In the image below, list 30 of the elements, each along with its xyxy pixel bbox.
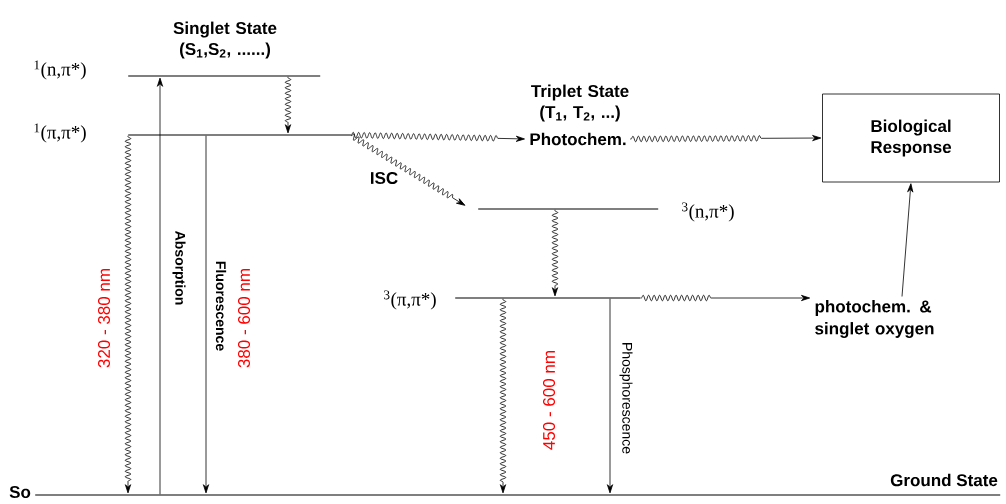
arrow <box>156 77 164 495</box>
wavelength-label: 320 - 380 nm <box>98 269 111 368</box>
state-label: $^{1}$(n,π*) <box>34 60 86 80</box>
wavy-arrow <box>350 133 466 206</box>
wavy-arrow <box>640 294 811 302</box>
arrow <box>901 183 914 297</box>
wavy-arrow <box>350 131 525 142</box>
state-label: Ground State <box>890 473 998 487</box>
wavy-arrow <box>124 135 132 494</box>
state-heading: Singlet State (S$_{1}$,S$_{2}$, ......) <box>173 21 277 59</box>
arrow <box>202 135 210 494</box>
process-box: Biological Response <box>822 93 1000 183</box>
arrow <box>606 298 614 494</box>
state-label: So <box>9 486 31 499</box>
wavelength-label: 450 - 600 nm <box>543 351 556 450</box>
edge-label: Absorption <box>172 231 186 305</box>
wavy-arrow <box>551 209 559 297</box>
energy-level-line <box>478 208 659 210</box>
state-heading: Triplet State (T$_{1}$, T$_{2}$, ...) <box>531 84 629 122</box>
state-label: $^{1}$(π,π*) <box>34 123 86 143</box>
edge-label: Phosphorescence <box>619 343 633 454</box>
state-label: $^{3}$(π,π*) <box>384 290 436 310</box>
edge-label: ISC <box>371 172 398 185</box>
state-label: $^{3}$(n,π*) <box>682 202 734 222</box>
wavy-arrow <box>499 298 507 494</box>
process-label: Photochem. <box>530 132 626 146</box>
wavelength-label: 380 - 600 nm <box>238 269 251 368</box>
process-label: photochem. & singlet oxygen <box>815 300 934 338</box>
wavy-arrow <box>284 76 292 134</box>
edge-label: Fluorescence <box>215 261 227 351</box>
